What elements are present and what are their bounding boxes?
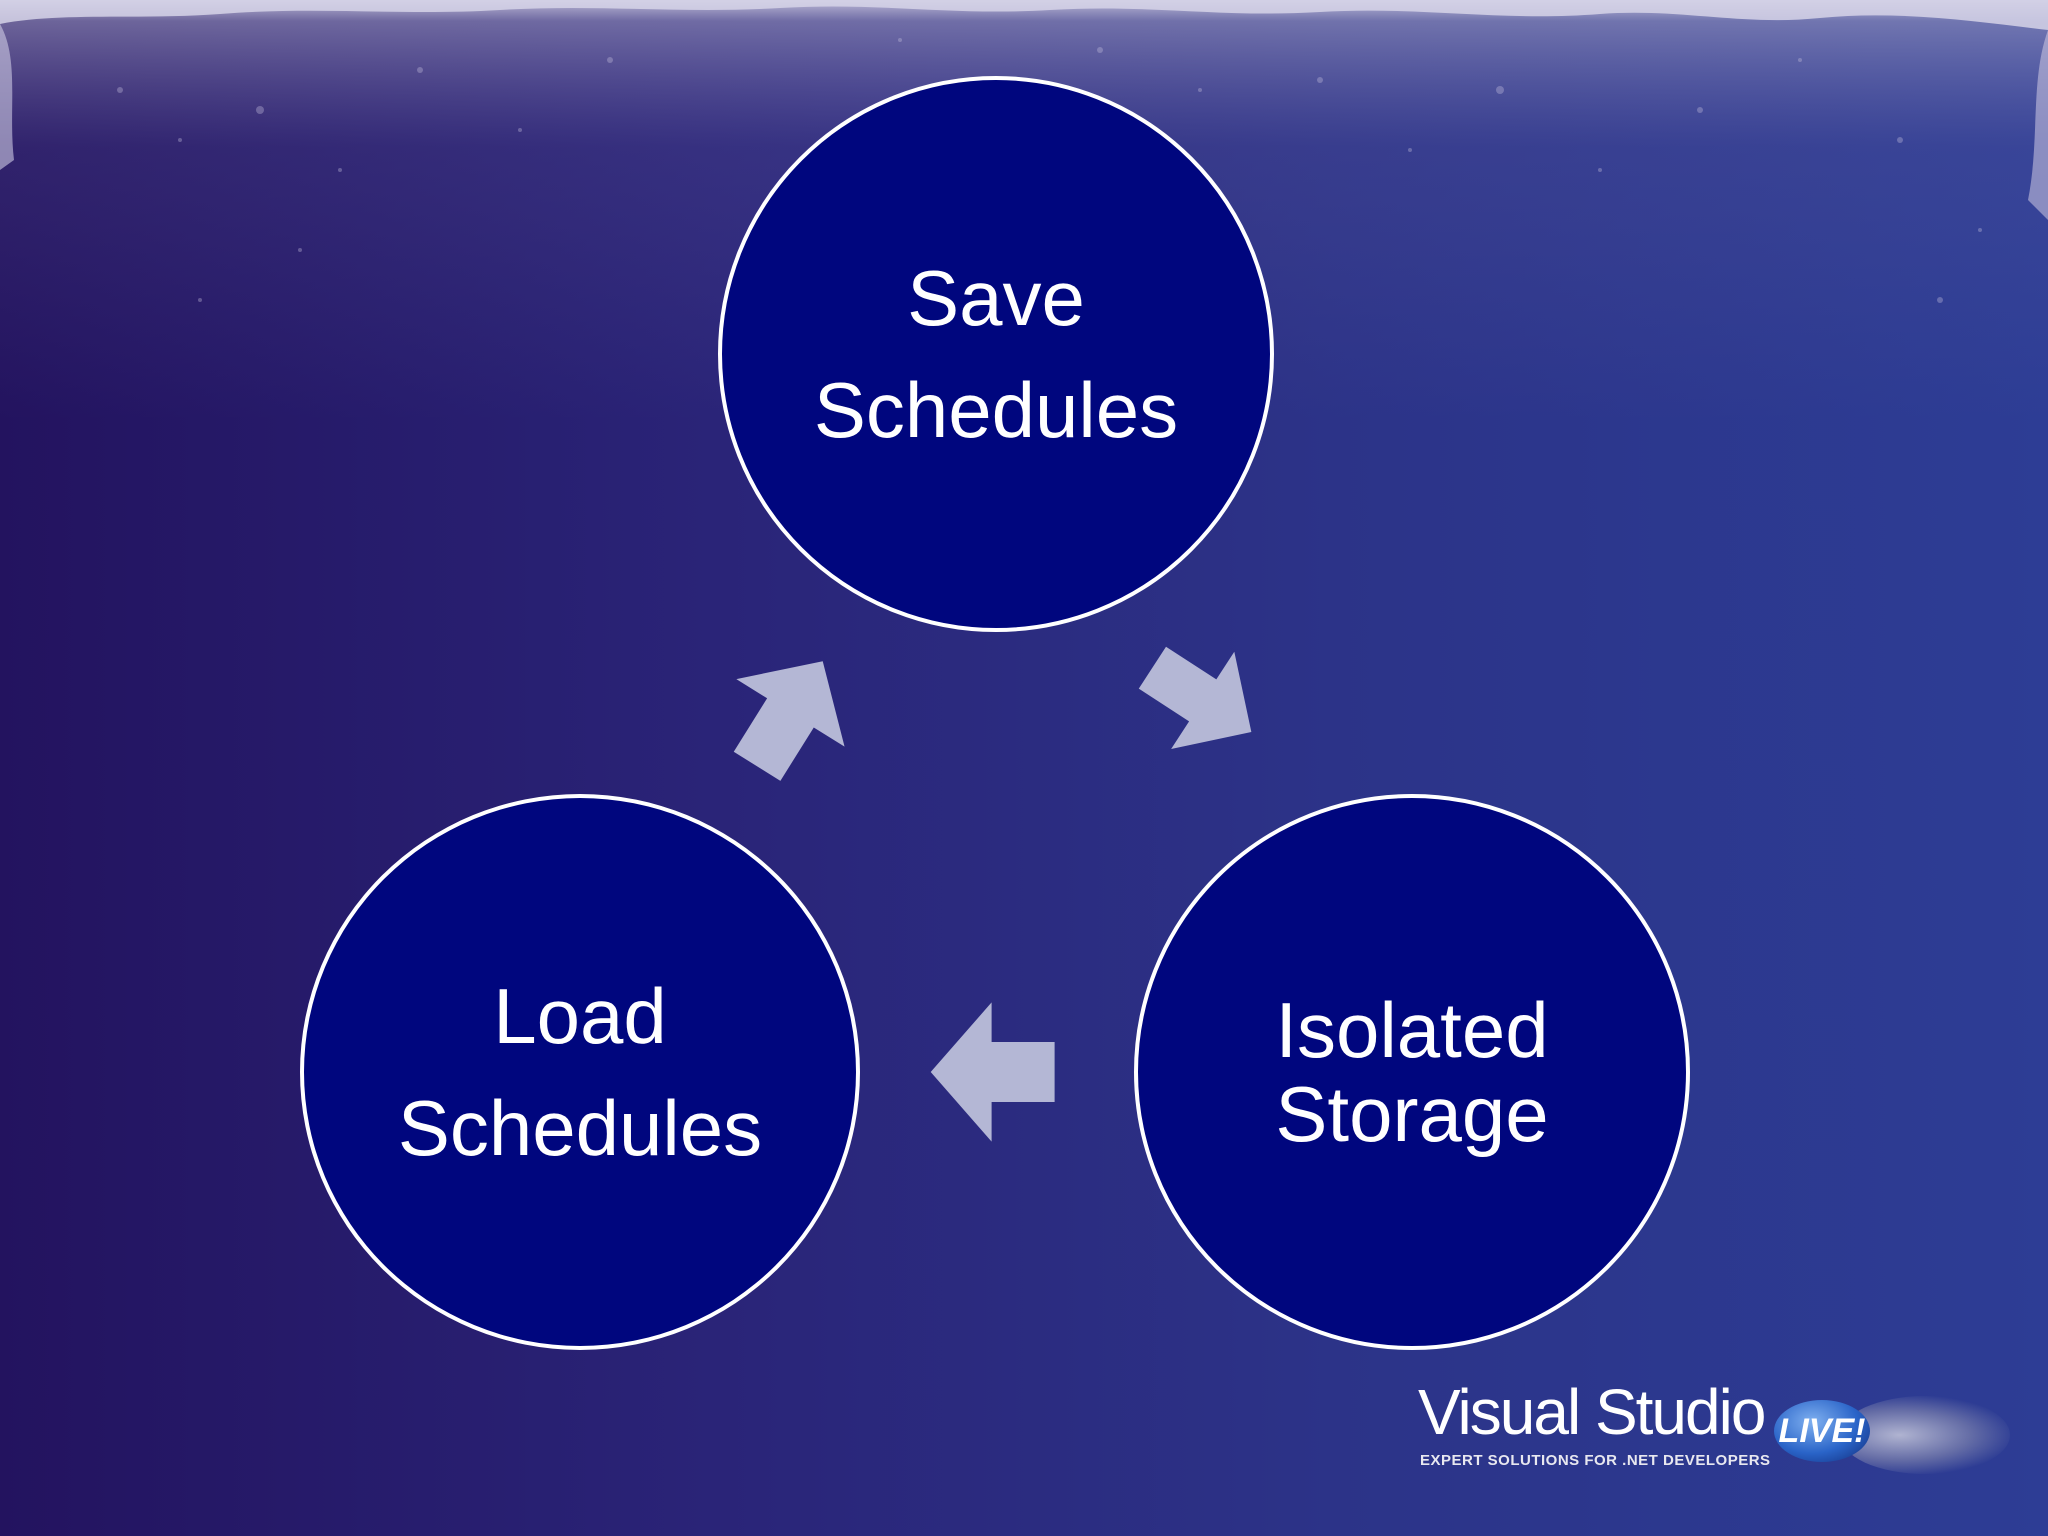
- node-save-line1: Save: [907, 254, 1085, 342]
- arrow-save-to-storage: [1138, 646, 1252, 750]
- node-save-schedules: Save Schedules: [718, 76, 1274, 632]
- arrow-load-to-save: [733, 661, 845, 781]
- node-storage-line2: Storage: [1275, 1070, 1549, 1158]
- arrow-storage-to-load: [930, 1002, 1055, 1142]
- node-save-line2: Schedules: [813, 366, 1179, 454]
- logo-tagline: EXPERT SOLUTIONS FOR .NET DEVELOPERS: [1420, 1452, 1771, 1469]
- node-storage-line1: Isolated: [1275, 986, 1549, 1074]
- node-load-schedules: Load Schedules: [300, 794, 860, 1350]
- node-isolated-storage: Isolated Storage: [1134, 794, 1690, 1350]
- node-load-line1: Load: [493, 972, 667, 1060]
- logo-live-badge: LIVE!: [1774, 1400, 1870, 1462]
- node-load-line2: Schedules: [397, 1084, 763, 1172]
- logo-wordmark: Visual Studio: [1418, 1376, 1766, 1448]
- visual-studio-live-logo: Visual Studio LIVE! EXPERT SOLUTIONS FOR…: [1410, 1378, 2010, 1478]
